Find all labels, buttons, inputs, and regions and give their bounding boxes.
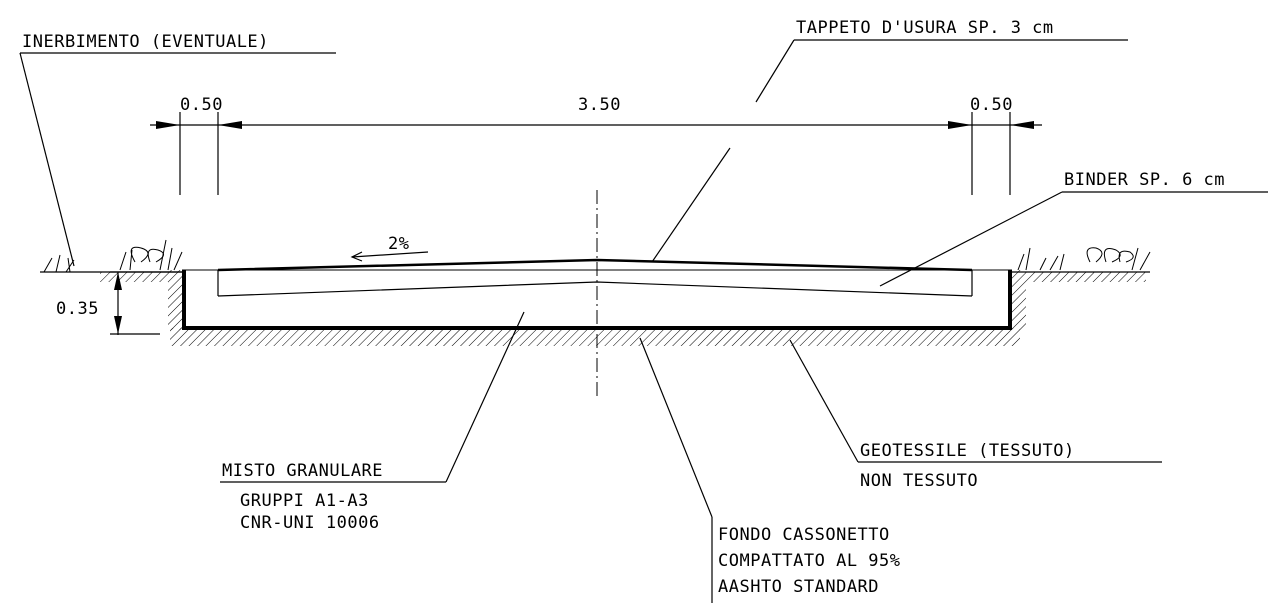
slope-arrow xyxy=(350,251,429,262)
dim-arrow xyxy=(156,121,180,129)
dim-depth: 0.35 xyxy=(56,299,99,319)
label-binder: BINDER SP. 6 cm xyxy=(1064,170,1225,190)
label-misto: MISTO GRANULARE xyxy=(222,461,383,481)
dim-right-shoulder: 0.50 xyxy=(970,95,1013,115)
dim-arrow xyxy=(1010,121,1034,129)
top-dimension-line xyxy=(150,112,1042,195)
left-side-hatch xyxy=(168,270,182,330)
dim-arrow xyxy=(948,121,972,129)
label-fondo-3: AASHTO STANDARD xyxy=(718,577,879,597)
label-gruppi: GRUPPI A1-A3 xyxy=(240,491,369,511)
wearing-course-line xyxy=(217,258,973,272)
pavement-layers xyxy=(217,258,973,297)
grass-right xyxy=(1017,247,1151,271)
label-inerbimento: INERBIMENTO (EVENTUALE) xyxy=(22,32,269,52)
right-surface-hatch xyxy=(1026,272,1146,282)
label-fondo-1: FONDO CASSONETTO xyxy=(718,525,890,545)
left-surface-hatch xyxy=(100,272,168,282)
ground-hatching xyxy=(100,270,1146,346)
label-slope: 2% xyxy=(388,234,409,254)
label-non-tessuto: NON TESSUTO xyxy=(860,471,978,491)
dim-arrow xyxy=(218,121,242,129)
label-fondo-2: COMPATTATO AL 95% xyxy=(718,551,901,571)
grass-left xyxy=(43,239,183,273)
label-tappeto: TAPPETO D'USURA SP. 3 cm xyxy=(796,18,1054,38)
binder-bottom-line xyxy=(217,281,973,297)
bottom-hatch xyxy=(170,328,1020,346)
dim-carriageway: 3.50 xyxy=(578,95,621,115)
label-cnr: CNR-UNI 10006 xyxy=(240,513,380,533)
label-geotessile: GEOTESSILE (TESSUTO) xyxy=(860,441,1075,461)
right-side-hatch xyxy=(1012,270,1026,330)
leader-lines xyxy=(19,39,1268,603)
depth-dimension xyxy=(110,271,182,335)
dim-left-shoulder: 0.50 xyxy=(180,95,223,115)
